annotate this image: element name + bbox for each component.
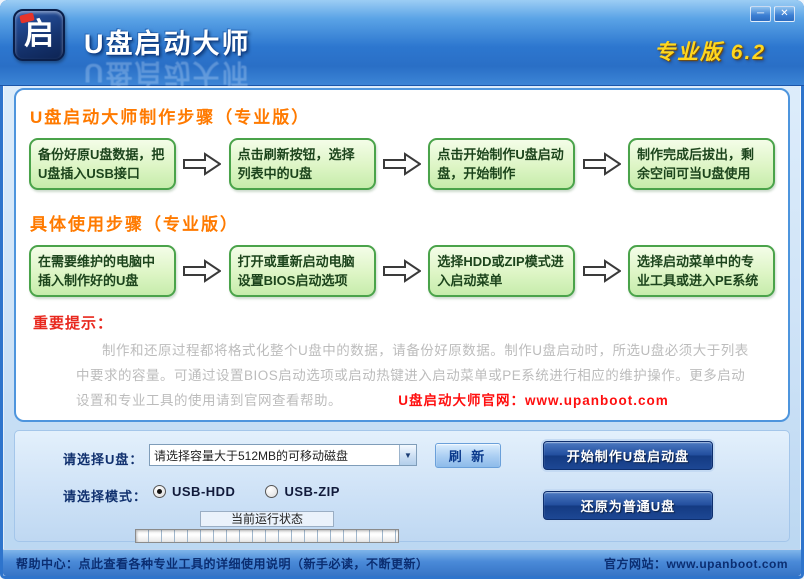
make-step-3: 点击开始制作U盘启动盘，开始制作 — [428, 138, 576, 190]
refresh-button[interactable]: 刷 新 — [435, 443, 501, 468]
step-text: 制作完成后拔出，剩余空间可当U盘使用 — [636, 147, 754, 181]
app-title: U盘启动大师 — [84, 29, 251, 59]
make-step-2: 点击刷新按钮，选择列表中的U盘 — [228, 138, 376, 190]
arrow-right-icon — [382, 152, 421, 176]
notice-text: 制作和还原过程都将格式化整个U盘中的数据，请备份好原数据。制作U盘启动时，所选U… — [76, 343, 749, 408]
status-bar: 帮助中心：点此查看各种专业工具的详细使用说明（新手必读，不断更新） 官方网站：w… — [3, 549, 801, 576]
close-button[interactable]: ✕ — [774, 6, 795, 22]
step-text: 点击开始制作U盘启动盘，开始制作 — [437, 147, 564, 181]
chevron-down-icon[interactable]: ▼ — [399, 445, 416, 465]
step-text: 打开或重新启动电脑设置BIOS启动选项 — [237, 254, 355, 288]
use-steps-row: 在需要维护的电脑中插入制作好的U盘 打开或重新启动电脑设置BIOS启动选项 选择… — [29, 245, 775, 297]
step-text: 备份好原U盘数据，把U盘插入USB接口 — [38, 147, 165, 181]
arrow-right-icon — [183, 259, 222, 283]
mode-radio-group: USB-HDD USB-ZIP — [153, 484, 340, 499]
make-step-4: 制作完成后拔出，剩余空间可当U盘使用 — [627, 138, 775, 190]
run-status-group: 当前运行状态 — [135, 511, 399, 543]
official-site-link[interactable]: U盘启动大师官网：www.upanboot.com — [398, 393, 669, 408]
step-text: 选择启动菜单中的专业工具或进入PE系统 — [636, 254, 759, 288]
run-status-title: 当前运行状态 — [200, 511, 334, 527]
title-bar: 启 U盘启动大师 U盘启动大师 专业版 6.2 ─ ✕ — [0, 0, 804, 88]
usb-select[interactable]: 请选择容量大于512MB的可移动磁盘 ▼ — [149, 444, 417, 466]
window-controls: ─ ✕ — [750, 6, 795, 22]
minimize-button[interactable]: ─ — [750, 6, 771, 22]
step-text: 在需要维护的电脑中插入制作好的U盘 — [38, 254, 156, 288]
arrow-right-icon — [183, 152, 222, 176]
usb-select-label: 请选择U盘： — [63, 452, 144, 467]
make-step-1: 备份好原U盘数据，把U盘插入USB接口 — [29, 138, 176, 190]
usb-hdd-radio[interactable] — [153, 485, 166, 498]
help-center-link[interactable]: 帮助中心：点此查看各种专业工具的详细使用说明（新手必读，不断更新） — [16, 556, 429, 571]
usb-select-value: 请选择容量大于512MB的可移动磁盘 — [154, 448, 349, 463]
logo-character: 启 — [24, 18, 54, 51]
step-text: 选择HDD或ZIP模式进入启动菜单 — [437, 254, 564, 288]
edition-label: 专业版 6.2 — [653, 41, 766, 64]
controls-panel: 请选择U盘： 请选择容量大于512MB的可移动磁盘 ▼ 刷 新 开始制作U盘启动… — [14, 430, 790, 543]
restore-button[interactable]: 还原为普通U盘 — [543, 491, 713, 520]
arrow-right-icon — [582, 259, 621, 283]
app-logo-icon: 启 — [13, 9, 65, 61]
start-make-button[interactable]: 开始制作U盘启动盘 — [543, 441, 713, 470]
progress-bar — [135, 529, 399, 543]
step-text: 点击刷新按钮，选择列表中的U盘 — [237, 147, 355, 181]
usb-zip-radio[interactable] — [265, 485, 279, 498]
arrow-right-icon — [382, 259, 421, 283]
use-step-2: 打开或重新启动电脑设置BIOS启动选项 — [228, 245, 376, 297]
official-website-text: 官方网站：www.upanboot.com — [603, 556, 788, 571]
main-panel: U盘启动大师制作步骤（专业版） 备份好原U盘数据，把U盘插入USB接口 点击刷新… — [14, 88, 790, 422]
notice-paragraph: 制作和还原过程都将格式化整个U盘中的数据，请备份好原数据。制作U盘启动时，所选U… — [76, 338, 754, 413]
mode-select-label: 请选择模式： — [63, 489, 148, 504]
use-step-4: 选择启动菜单中的专业工具或进入PE系统 — [627, 245, 775, 297]
make-steps-title: U盘启动大师制作步骤（专业版） — [30, 108, 311, 127]
usb-zip-label[interactable]: USB-ZIP — [284, 484, 340, 499]
usb-hdd-label[interactable]: USB-HDD — [172, 484, 236, 499]
use-steps-title: 具体使用步骤（专业版） — [30, 215, 239, 234]
arrow-right-icon — [582, 152, 621, 176]
use-step-3: 选择HDD或ZIP模式进入启动菜单 — [428, 245, 576, 297]
use-step-1: 在需要维护的电脑中插入制作好的U盘 — [29, 245, 176, 297]
make-steps-row: 备份好原U盘数据，把U盘插入USB接口 点击刷新按钮，选择列表中的U盘 点击开始… — [29, 138, 775, 190]
important-notice-label: 重要提示： — [33, 315, 114, 332]
